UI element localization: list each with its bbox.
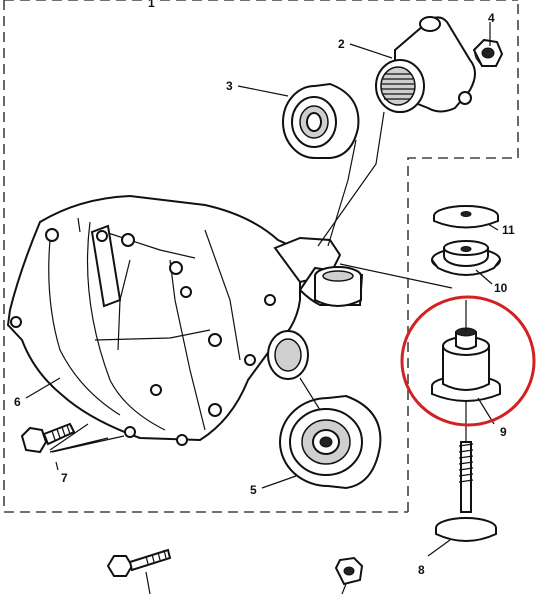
nut-part-4 — [472, 38, 504, 67]
bushing-part-9 — [431, 327, 501, 402]
callout-4: 4 — [488, 11, 495, 25]
callout-6: 6 — [14, 395, 21, 409]
highlight-circle-part-9 — [400, 295, 536, 427]
mount-part-10 — [431, 240, 501, 276]
output-seal-part-5 — [279, 394, 382, 490]
callout-8: 8 — [418, 563, 425, 577]
seal-part-3 — [282, 82, 360, 159]
callout-1: 1 — [148, 0, 155, 10]
loose-bolt — [106, 548, 172, 577]
loose-nut — [334, 556, 364, 586]
callout-2: 2 — [338, 37, 345, 51]
washer-part-11 — [433, 205, 499, 229]
differential-housing-part-6 — [6, 194, 364, 446]
callout-7: 7 — [61, 471, 68, 485]
callout-3: 3 — [226, 79, 233, 93]
callout-9: 9 — [500, 425, 507, 439]
callout-11: 11 — [502, 223, 515, 237]
callout-5: 5 — [250, 483, 257, 497]
bolt-part-7 — [20, 422, 76, 454]
flange-part-2 — [375, 16, 476, 113]
stud-bolt-part-8 — [435, 441, 497, 542]
callout-10: 10 — [494, 281, 508, 295]
leader-lines — [25, 22, 499, 594]
